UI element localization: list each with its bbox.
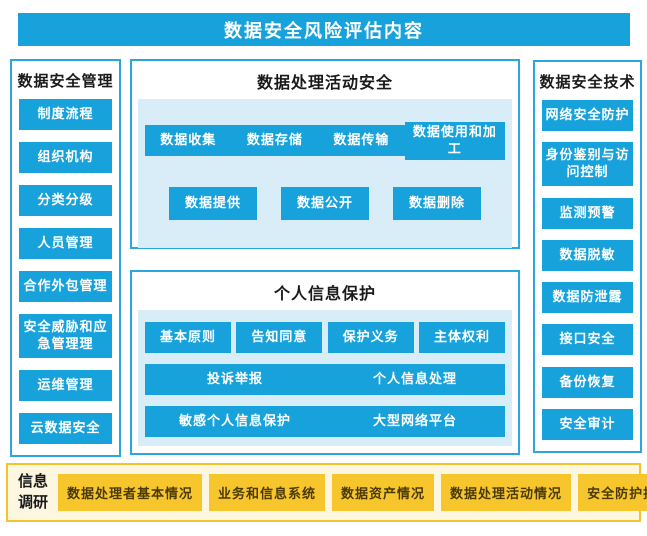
diagram-node: 数据存储	[231, 125, 319, 157]
survey-node: 数据资产情况	[332, 474, 435, 511]
diagram-node: 敏感个人信息保护	[145, 406, 325, 437]
center-panel-data-processing-activity-security: 数据处理活动安全 数据收集 数据存储 数据传输 数据使用和加工 数据提供 数据公…	[130, 59, 520, 249]
diagram-node: 告知同意	[236, 322, 323, 353]
diagram-node: 投诉举报	[145, 364, 325, 395]
personal-row-3: 敏感个人信息保护 大型网络平台	[145, 406, 505, 437]
diagram-node: 数据脱敏	[542, 239, 633, 271]
bottom-panel-information-survey: 信息调研 数据处理者基本情况 业务和信息系统 数据资产情况 数据处理活动情况 安…	[6, 463, 647, 522]
survey-node: 数据处理者基本情况	[58, 474, 203, 511]
diagram-node: 数据提供	[169, 186, 257, 220]
survey-label: 信息调研	[17, 473, 48, 511]
diagram-node: 大型网络平台	[325, 406, 505, 437]
diagram-node: 云数据安全	[19, 413, 112, 444]
left-panel-nodes: 制度流程 组织机构 分类分级 人员管理 合作外包管理 安全威胁和应急管理理 运维…	[12, 93, 119, 455]
left-panel-heading: 数据安全管理	[17, 73, 114, 90]
diagram-node: 制度流程	[19, 99, 112, 130]
left-panel-data-security-management: 数据安全管理 制度流程 组织机构 分类分级 人员管理 合作外包管理 安全威胁和应…	[10, 59, 121, 457]
diagram-node: 身份鉴别与访问控制	[542, 142, 633, 187]
diagram-node: 个人信息处理	[325, 364, 505, 395]
diagram-node: 组织机构	[19, 142, 112, 173]
diagram-node: 监测预警	[542, 197, 633, 229]
survey-node: 业务和信息系统	[209, 474, 326, 511]
processing-heading: 数据处理活动安全	[256, 75, 393, 92]
right-panel-data-security-technology: 数据安全技术 网络安全防护 身份鉴别与访问控制 监测预警 数据脱敏 数据防泄露 …	[533, 60, 642, 453]
processing-row-1: 数据收集 数据存储 数据传输 数据使用和加工	[145, 122, 505, 160]
diagram-node: 备份恢复	[542, 366, 633, 398]
diagram-node: 保护义务	[327, 322, 414, 353]
diagram-node: 安全审计	[542, 408, 633, 440]
diagram-node: 数据收集	[145, 125, 232, 157]
diagram-node: 网络安全防护	[542, 100, 633, 131]
diagram-node: 安全威胁和应急管理理	[19, 314, 112, 358]
diagram-node: 基本原则	[145, 322, 231, 353]
right-panel-heading: 数据安全技术	[539, 74, 636, 91]
right-panel-nodes: 网络安全防护 身份鉴别与访问控制 监测预警 数据脱敏 数据防泄露 接口安全 备份…	[535, 94, 640, 451]
personal-row-2: 投诉举报 个人信息处理	[145, 364, 505, 395]
diagram-node: 分类分级	[19, 185, 112, 216]
center-panel-personal-information-protection: 个人信息保护 基本原则 告知同意 保护义务 主体权利 投诉举报 个人信息处理 敏…	[130, 270, 520, 455]
diagram-node: 数据防泄露	[542, 282, 633, 314]
survey-node: 安全防护措施	[578, 474, 647, 511]
diagram-node: 数据传输	[318, 125, 405, 157]
diagram-node: 数据使用和加工	[404, 122, 505, 160]
survey-node: 数据处理活动情况	[441, 474, 572, 511]
diagram-node: 数据删除	[393, 186, 481, 220]
processing-panel: 数据收集 数据存储 数据传输 数据使用和加工 数据提供 数据公开 数据删除	[138, 99, 512, 248]
diagram-node: 数据公开	[281, 186, 369, 220]
personal-panel: 基本原则 告知同意 保护义务 主体权利 投诉举报 个人信息处理 敏感个人信息保护…	[138, 310, 512, 446]
diagram-node: 合作外包管理	[19, 271, 112, 302]
diagram-node: 运维管理	[19, 370, 112, 401]
diagram-node: 人员管理	[19, 228, 112, 259]
diagram-title: 数据安全风险评估内容	[18, 13, 630, 46]
diagram-node: 接口安全	[542, 324, 633, 356]
personal-row-1: 基本原则 告知同意 保护义务 主体权利	[145, 322, 505, 353]
personal-heading: 个人信息保护	[273, 286, 376, 303]
processing-row-2: 数据提供 数据公开 数据删除	[145, 186, 505, 220]
diagram-node: 主体权利	[418, 322, 505, 353]
